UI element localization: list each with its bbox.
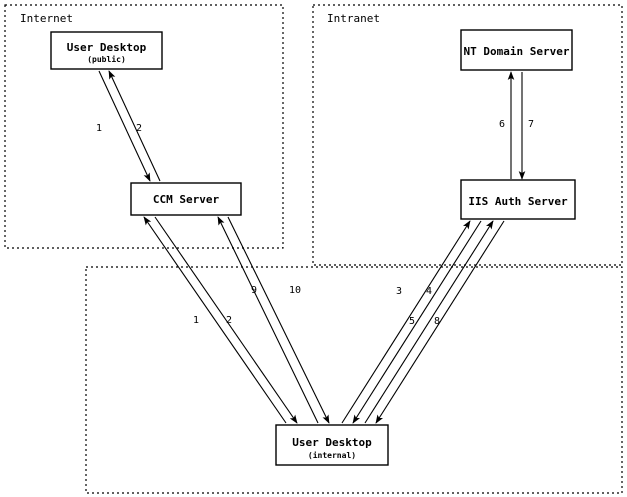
node-iis-auth-server[interactable]: IIS Auth Server (460, 179, 576, 220)
flow-arrow-5-internal-to-iis (364, 220, 494, 424)
step-label-3: 3 (396, 286, 402, 297)
flow-group-iis-nt (507, 71, 526, 180)
zone-label-intranet: Intranet (327, 12, 380, 25)
node-title-ccm-server: CCM Server (153, 193, 220, 206)
node-box-iis-auth-server[interactable] (460, 179, 576, 220)
flow-arrow-1-internal-to-ccm (143, 216, 287, 424)
zone-label-internet: Internet (20, 12, 73, 25)
node-title-iis-auth-server: IIS Auth Server (468, 195, 568, 208)
step-label-1-internal: 1 (193, 315, 199, 326)
node-subtitle-user-desktop-public: (public) (87, 54, 126, 64)
flow-arrow-3-internal-to-iis (341, 220, 471, 424)
node-user-desktop-public[interactable]: User Desktop (public) (50, 31, 163, 70)
step-label-2-public: 2 (136, 123, 142, 134)
node-ccm-server[interactable]: CCM Server (130, 182, 242, 216)
flow-group-internal-ccm-12 (143, 216, 298, 424)
flow-arrow-1-public-to-ccm (98, 70, 151, 182)
node-box-user-desktop-public[interactable] (50, 31, 163, 70)
node-user-desktop-internal[interactable]: User Desktop (internal) (275, 424, 389, 466)
step-label-8: 8 (434, 316, 440, 327)
node-title-user-desktop-public: User Desktop (67, 41, 147, 54)
flow-group-internal-iis-34 (341, 220, 482, 424)
flow-arrow-9-internal-to-ccm (217, 216, 319, 424)
flow-group-public-ccm (98, 70, 161, 182)
flow-arrow-2-ccm-to-internal (154, 216, 298, 424)
step-label-9: 9 (251, 285, 257, 296)
step-label-6: 6 (499, 119, 505, 130)
node-subtitle-user-desktop-internal: (internal) (308, 450, 356, 460)
step-label-2-internal: 2 (226, 315, 232, 326)
node-box-user-desktop-internal[interactable] (275, 424, 389, 466)
step-label-5: 5 (409, 316, 415, 327)
step-label-10: 10 (289, 285, 301, 296)
step-label-7: 7 (528, 119, 534, 130)
flow-group-internal-ccm-910 (217, 216, 330, 424)
flow-group-internal-iis-58 (364, 220, 505, 424)
zone-internal-boundary (85, 266, 623, 494)
node-nt-domain-server[interactable]: NT Domain Server (460, 29, 573, 71)
step-labels: 1 2 6 7 9 10 1 2 3 4 5 8 (96, 119, 534, 327)
flow-arrow-4-iis-to-internal (352, 220, 482, 424)
step-label-1-public: 1 (96, 123, 102, 134)
zone-internet-boundary (4, 4, 284, 249)
flow-arrow-8-iis-to-internal (375, 220, 505, 424)
node-title-user-desktop-internal: User Desktop (292, 436, 372, 449)
node-title-nt-domain-server: NT Domain Server (464, 45, 570, 58)
flow-arrow-2-ccm-to-public (108, 70, 161, 182)
flow-arrow-10-ccm-to-internal (227, 216, 330, 424)
node-box-ccm-server[interactable] (130, 182, 242, 216)
node-box-nt-domain-server[interactable] (460, 29, 573, 71)
step-label-4: 4 (426, 286, 432, 297)
zone-boundaries (4, 4, 623, 494)
